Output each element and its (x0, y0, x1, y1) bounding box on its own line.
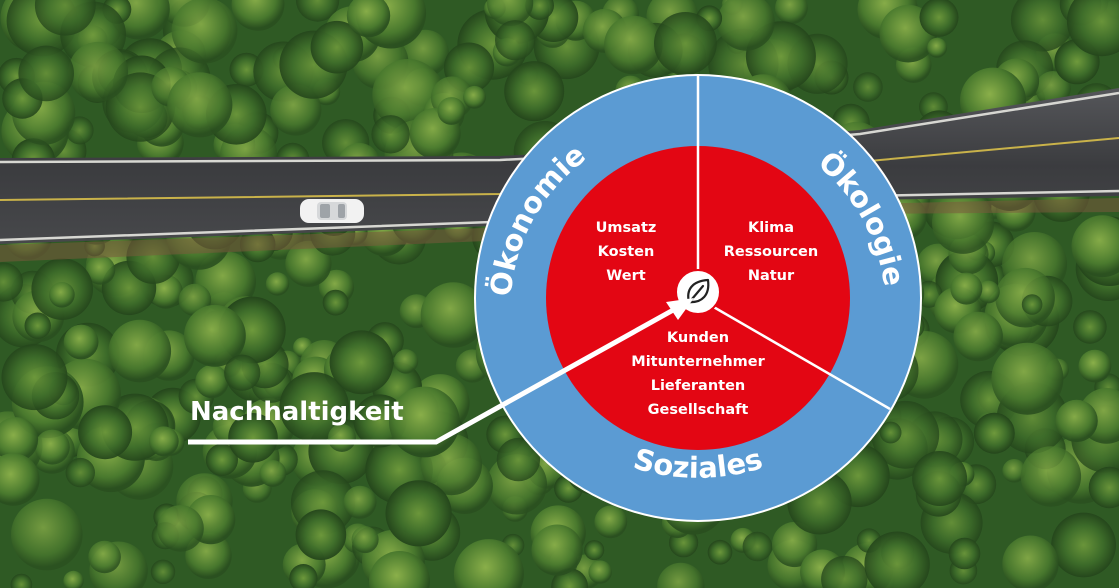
item-wert: Wert (606, 268, 645, 284)
callout-label: Nachhaltigkeit (190, 397, 404, 427)
item-kosten: Kosten (598, 244, 655, 260)
item-kunden: Kunden (667, 330, 729, 346)
section-items-oekologie: Klima Ressourcen Natur (724, 220, 818, 284)
item-umsatz: Umsatz (596, 220, 657, 236)
car (300, 199, 364, 223)
sustainability-wheel: Ökonomie Ökologie Soziales Umsatz Kosten… (474, 74, 922, 522)
item-gesellschaft: Gesellschaft (648, 402, 749, 418)
callout-arrow (188, 298, 694, 445)
section-items-oekonomie: Umsatz Kosten Wert (596, 220, 657, 284)
section-separators (696, 76, 891, 411)
item-natur: Natur (748, 268, 795, 284)
item-lieferanten: Lieferanten (651, 378, 746, 394)
item-klima: Klima (748, 220, 794, 236)
section-items-soziales: Kunden Mitunternehmer Lieferanten Gesell… (631, 330, 765, 418)
item-mitunternehmer: Mitunternehmer (631, 354, 765, 370)
item-ressourcen: Ressourcen (724, 244, 818, 260)
